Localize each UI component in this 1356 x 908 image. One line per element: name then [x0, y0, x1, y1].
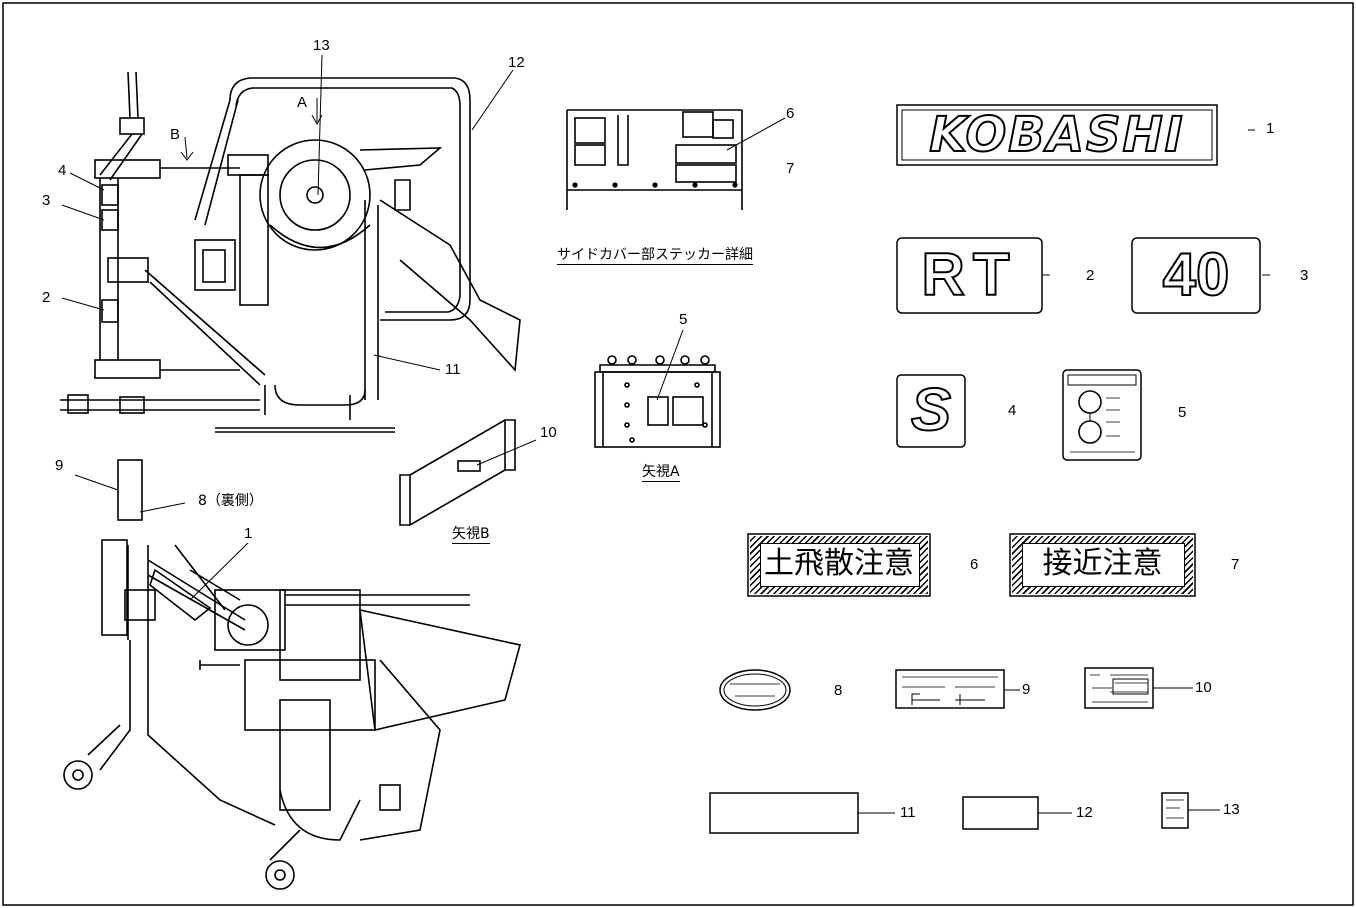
view-a-detail [594, 355, 721, 448]
view-b-panel [399, 418, 516, 527]
callout-10-viewb: 10 [540, 424, 557, 441]
sticker-1-number: 1 [1266, 120, 1275, 137]
side-cover-detail [566, 109, 743, 210]
caption-view-b: 矢視B [452, 526, 490, 544]
callout-7-cover: 7 [786, 160, 795, 177]
sticker-4-number: 4 [1008, 402, 1017, 419]
caption-side-cover: サイドカバー部ステッカー詳細 [557, 247, 753, 265]
sticker-10-number: 10 [1195, 679, 1212, 696]
sticker-7-text: 接近注意 [1042, 546, 1163, 581]
callout-13-top: 13 [313, 37, 330, 54]
sticker-9-number: 9 [1022, 681, 1031, 698]
sticker-12-number: 12 [1076, 804, 1093, 821]
sticker-1-text: KOBASHI [928, 107, 1185, 163]
view-b-marker: B [170, 126, 181, 143]
view-a-marker: A [297, 94, 308, 111]
callout-6-cover: 6 [786, 105, 795, 122]
machine-top-view [60, 71, 521, 433]
sticker-2-text: RT [921, 241, 1018, 309]
sticker-7-panel [1022, 543, 1185, 587]
sticker-8-number: 8 [834, 682, 843, 699]
callout-5-viewa: 5 [679, 311, 688, 328]
sticker-7-number: 7 [1231, 556, 1240, 573]
callout-3-top: 3 [42, 192, 51, 209]
sticker-4-text: S [910, 376, 952, 444]
sticker-2-number: 2 [1086, 267, 1095, 284]
callout-11-top: 11 [445, 361, 461, 378]
sticker-13-number: 13 [1223, 801, 1240, 818]
sticker-3-text: 40 [1162, 241, 1231, 309]
callout-12-top: 12 [508, 54, 525, 71]
sticker-6-number: 6 [970, 556, 979, 573]
sticker-5-number: 5 [1178, 404, 1187, 421]
sticker-11-number: 11 [900, 804, 916, 821]
sticker-6-panel [760, 543, 920, 587]
callout-4-top: 4 [58, 162, 67, 179]
callout-9-side: 9 [55, 457, 64, 474]
callout-8-side: 8（裏側） [198, 493, 263, 509]
machine-side-view [63, 459, 521, 890]
sticker-1-outline [896, 104, 1218, 166]
caption-view-a: 矢視A [642, 464, 680, 482]
callout-2-top: 2 [42, 289, 51, 306]
sticker-3-number: 3 [1300, 267, 1309, 284]
callout-1-side: 1 [244, 525, 253, 542]
sticker-6-text: 土飛散注意 [764, 546, 914, 581]
